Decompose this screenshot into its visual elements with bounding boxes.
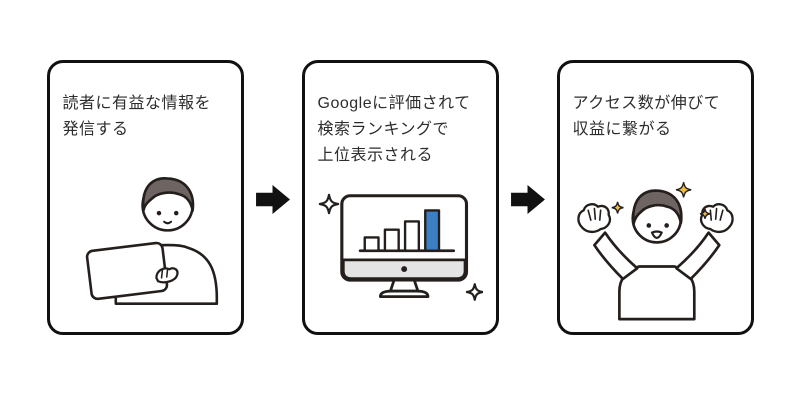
monitor-bar-chart-icon [318,193,483,301]
caption-line: 読者に有益な情報を [62,94,212,112]
step-card-2: Googleに評価されて 検索ランキングで 上位表示される [301,59,499,335]
caption-line: 収益に繋がる [572,120,672,138]
step-1-illustration [63,143,228,322]
step-card-1: 読者に有益な情報を 発信する [46,59,244,335]
flow-row: 読者に有益な情報を 発信する [46,59,754,335]
gold-sparkle-icon [675,181,691,198]
person-celebrating-icon [576,181,734,320]
step-2-illustration [318,169,483,322]
step-2-caption: Googleに評価されて 検索ランキングで 上位表示される [318,91,483,169]
sparkle-icon [318,193,339,215]
arrow-right-icon [510,184,545,214]
connector-2 [499,180,557,215]
gold-sparkle-icon [699,208,710,219]
bar-3 [403,220,420,252]
caption-line: 検索ランキングで [317,120,450,138]
caption-line: 発信する [62,120,129,138]
bar-2 [383,228,400,252]
person-typing-on-laptop-icon [85,176,218,305]
gold-sparkle-icon [611,201,624,214]
bar-4-highlight [423,209,440,252]
sparkle-icon [465,283,483,301]
bar-1 [363,236,380,252]
connector-1 [244,180,302,215]
step-3-caption: アクセス数が伸びて 収益に繋がる [573,91,738,143]
open-mouth [650,229,663,239]
arrow-right-icon [255,184,290,214]
caption-line: アクセス数が伸びて [572,94,721,112]
step-card-3: アクセス数が伸びて 収益に繋がる [556,59,754,335]
step-3-illustration [573,143,738,322]
step-1-caption: 読者に有益な情報を 発信する [63,91,228,143]
caption-line: Googleに評価されて [317,94,471,112]
caption-line: 上位表示される [317,146,434,164]
